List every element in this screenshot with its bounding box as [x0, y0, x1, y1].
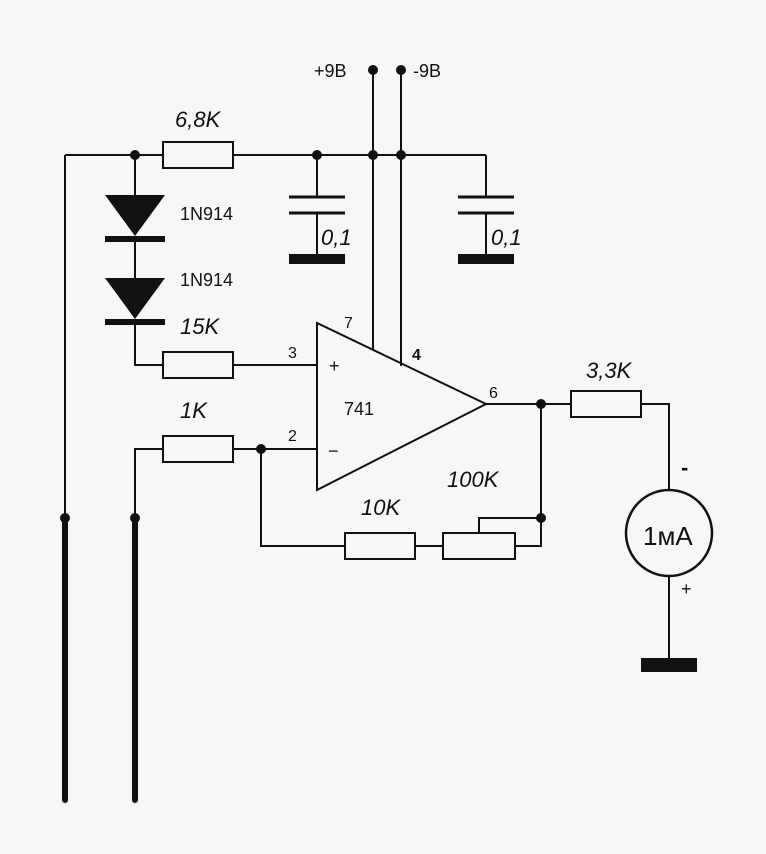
label-pin2: 2 — [288, 428, 297, 445]
label-opamp: 741 — [344, 399, 374, 419]
ammeter — [624, 488, 714, 578]
label-minus-sign: − — [328, 441, 339, 461]
wire-pot-wiper — [478, 517, 541, 532]
label-10k: 10K — [361, 495, 401, 520]
label-pin7: 7 — [344, 315, 353, 332]
resistor-10k — [344, 532, 416, 560]
label-pin6: 6 — [489, 385, 498, 402]
ground-cap2 — [458, 254, 514, 264]
wire-feedback-right — [515, 404, 542, 547]
label-meter-minus: - — [681, 455, 688, 480]
diode-2 — [105, 278, 165, 325]
resistor-1k — [162, 435, 234, 463]
diode-1 — [105, 195, 165, 242]
wire-to-meter — [641, 403, 670, 490]
capacitor-2 — [458, 195, 514, 215]
label-diode-2: 1N914 — [180, 270, 233, 290]
resistor-6k8 — [162, 141, 234, 169]
label-pin4: 4 — [412, 347, 421, 364]
capacitor-1 — [289, 195, 345, 215]
resistor-15k — [162, 351, 234, 379]
potentiometer-100k — [442, 532, 516, 560]
ground-cap1 — [289, 254, 345, 264]
wire-diode-bottom — [134, 323, 163, 366]
label-100k: 100K — [447, 467, 500, 492]
label-cap2: 0,1 — [491, 225, 522, 250]
label-vminus: -9В — [413, 61, 441, 81]
label-vplus: +9В — [314, 61, 347, 81]
label-1k: 1K — [180, 398, 208, 423]
label-meter: 1мА — [643, 521, 693, 551]
wire-feedback-left — [260, 449, 345, 547]
label-pin3: 3 — [288, 345, 297, 362]
label-cap1: 0,1 — [321, 225, 352, 250]
label-meter-plus: + — [681, 579, 692, 599]
label-plus-sign: + — [329, 356, 340, 376]
wire-right-probe — [134, 448, 163, 518]
label-15k: 15K — [180, 314, 220, 339]
junctions — [60, 65, 546, 523]
label-diode-1: 1N914 — [180, 204, 233, 224]
label-6k8: 6,8K — [175, 107, 222, 132]
opamp-triangle — [316, 321, 489, 492]
resistor-3k3 — [570, 390, 642, 418]
ground-meter — [641, 658, 697, 672]
label-3k3: 3,3K — [586, 358, 633, 383]
wires — [64, 70, 670, 658]
